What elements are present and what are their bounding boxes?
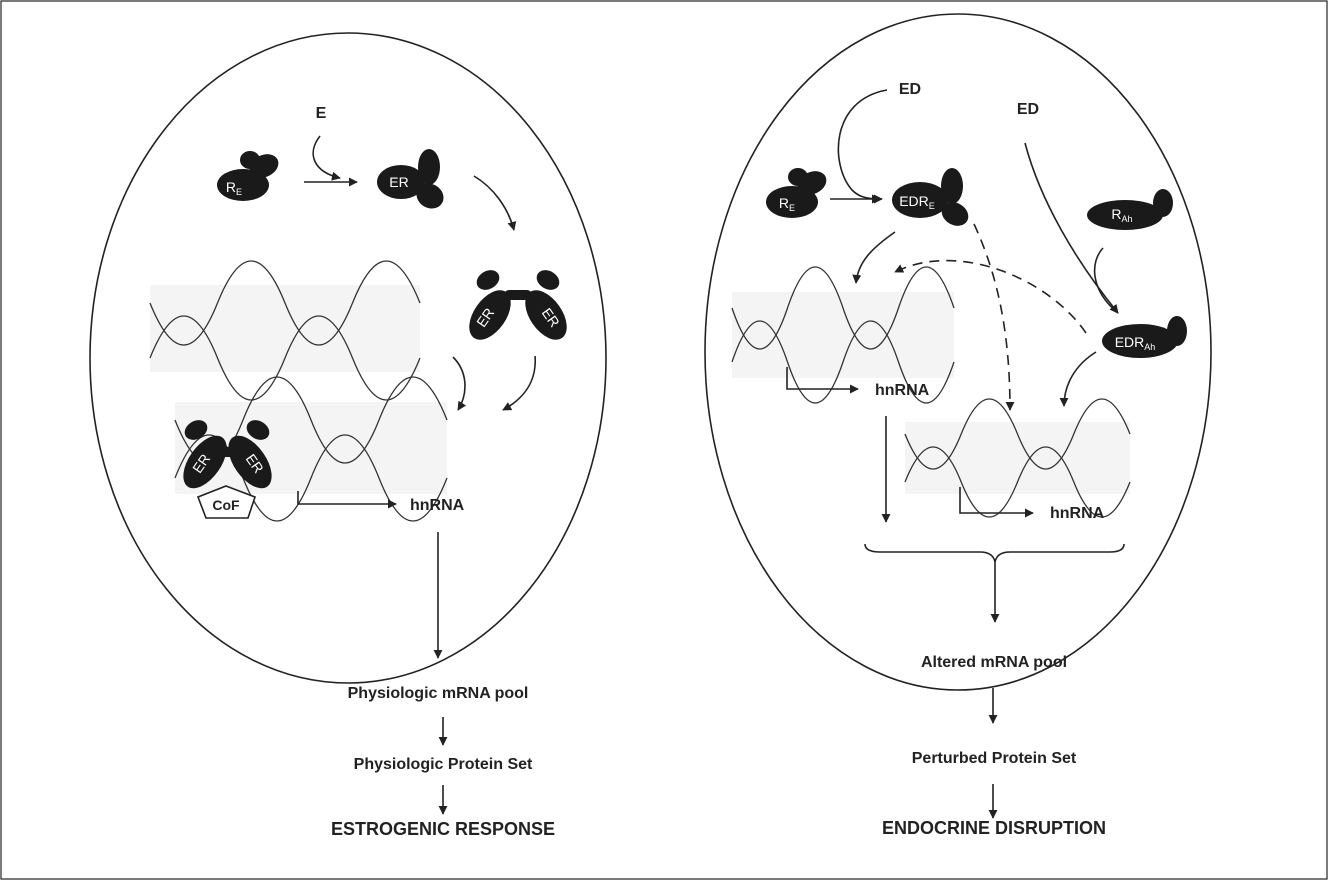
estrogenic-response: ESTROGENIC RESPONSE (331, 819, 555, 839)
left-cell-membrane (89, 32, 607, 684)
bound-er-label: ER (389, 174, 408, 190)
edrah-to-dna1-dashed-arrow (894, 259, 1087, 334)
perturbed-protein-set: Perturbed Protein Set (912, 750, 1077, 767)
physiologic-mrna-pool: Physiologic mRNA pool (348, 685, 529, 702)
merge-brace (864, 543, 1125, 563)
dna-helix-3 (731, 266, 955, 404)
bound-receptor-er: ER (377, 149, 444, 209)
dna-bound-dimer: ER ER (183, 420, 272, 489)
ah-receptor-arrow (1093, 247, 1119, 314)
edre-label: EDRE (899, 193, 935, 211)
left-cell-panel: E RE ER ER ER (89, 32, 607, 839)
free-receptor-re: RE (217, 151, 279, 201)
ed-ligand-top-label: ED (899, 81, 921, 98)
cofactor-pentagon: CoF (196, 485, 257, 519)
physiologic-protein-set: Physiologic Protein Set (354, 756, 533, 773)
right-transcription-arrow-2 (959, 487, 1034, 518)
ligand-e-label: E (316, 105, 327, 122)
edre-to-dna2-dashed-arrow (973, 223, 1015, 411)
edrah-to-dna2-arrow (1059, 351, 1097, 407)
ed-ah-binding-arrow (1024, 142, 1119, 314)
right-free-receptor-re: RE (766, 168, 827, 218)
ah-receptor: RAh (1087, 189, 1173, 230)
right-cell-membrane (704, 13, 1212, 691)
bound-receptor-edre: EDRE (892, 168, 969, 226)
dimerization-arrow (473, 175, 517, 231)
ed-ligand-right-label: ED (1017, 101, 1039, 118)
cofactor-label: CoF (212, 497, 240, 513)
dna-helix-1 (149, 260, 421, 401)
ed-binding-arrow (837, 89, 888, 204)
edrah-label: EDRAh (1115, 334, 1156, 352)
altered-mrna-pool: Altered mRNA pool (921, 654, 1067, 671)
receptor-dimer: ER ER (469, 270, 567, 340)
edre-to-dna-arrow (852, 231, 896, 284)
dna-binding-arrow-1 (452, 356, 467, 411)
right-cell-panel: ED ED RE EDRE RAh ED (704, 13, 1212, 838)
receptor-re-label: RE (226, 179, 242, 197)
rah-label: RAh (1111, 206, 1132, 224)
dna-helix-4 (904, 398, 1131, 518)
right-transcription-arrow-1 (786, 367, 859, 394)
right-hnrna-label-1: hnRNA (875, 382, 930, 399)
bound-receptor-edrah: EDRAh (1102, 316, 1187, 358)
transcription-arrow (297, 491, 397, 509)
dna-binding-arrow-2 (502, 355, 536, 411)
left-hnrna-label: hnRNA (410, 497, 465, 514)
endocrine-disruption: ENDOCRINE DISRUPTION (882, 818, 1106, 838)
ligand-binding-arrow (312, 135, 341, 181)
right-hnrna-label-2: hnRNA (1050, 505, 1105, 522)
dna-helix-2 (174, 376, 448, 522)
right-receptor-re-label: RE (779, 195, 795, 213)
